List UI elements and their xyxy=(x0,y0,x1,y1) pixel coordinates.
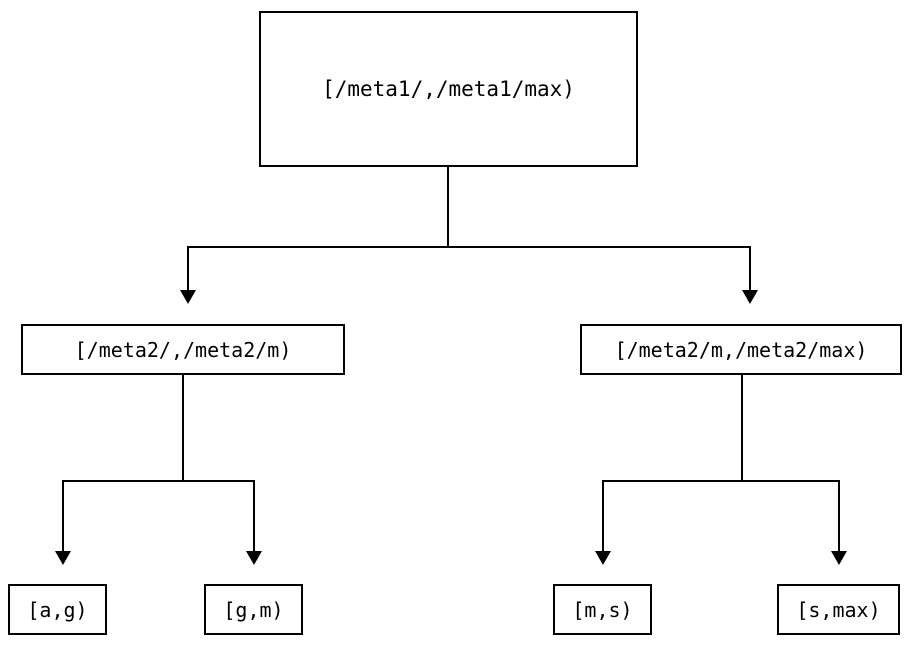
edge-mid-right-to-leaf-3 xyxy=(838,480,840,552)
edge-mid-right-split-bar xyxy=(603,480,839,482)
arrowhead-root-to-mid-right xyxy=(742,290,758,304)
arrowhead-mid-right-to-leaf-3 xyxy=(831,551,847,565)
edge-mid-right-stem xyxy=(741,375,743,482)
tree-node-label: [/meta2/,/meta2/m) xyxy=(74,337,292,362)
edge-root-to-mid-left xyxy=(187,246,189,291)
edge-mid-left-to-leaf-1 xyxy=(253,480,255,552)
tree-node-label: [s,max) xyxy=(796,597,881,622)
arrowhead-mid-left-to-leaf-0 xyxy=(55,551,71,565)
tree-node-label: [/meta1/,/meta1/max) xyxy=(322,76,575,101)
tree-node-root[interactable]: [/meta1/,/meta1/max) xyxy=(259,11,638,167)
arrowhead-root-to-mid-left xyxy=(180,290,196,304)
tree-node-label: [m,s) xyxy=(572,597,633,622)
tree-node-label: [a,g) xyxy=(27,597,88,622)
tree-node-mid-right[interactable]: [/meta2/m,/meta2/max) xyxy=(580,324,902,375)
edge-mid-left-stem xyxy=(182,375,184,482)
edge-root-stem xyxy=(447,167,449,248)
tree-node-leaf-1[interactable]: [g,m) xyxy=(204,584,303,635)
edge-mid-left-split-bar xyxy=(63,480,254,482)
edge-root-to-mid-right xyxy=(749,246,751,291)
tree-node-leaf-2[interactable]: [m,s) xyxy=(553,584,652,635)
tree-node-leaf-3[interactable]: [s,max) xyxy=(777,584,900,635)
tree-node-leaf-0[interactable]: [a,g) xyxy=(8,584,107,635)
edge-root-split-bar xyxy=(188,246,751,248)
edge-mid-right-to-leaf-2 xyxy=(602,480,604,552)
tree-node-label: [g,m) xyxy=(223,597,284,622)
tree-node-mid-left[interactable]: [/meta2/,/meta2/m) xyxy=(21,324,345,375)
tree-node-label: [/meta2/m,/meta2/max) xyxy=(614,337,868,362)
arrowhead-mid-right-to-leaf-2 xyxy=(595,551,611,565)
edge-mid-left-to-leaf-0 xyxy=(62,480,64,552)
arrowhead-mid-left-to-leaf-1 xyxy=(246,551,262,565)
